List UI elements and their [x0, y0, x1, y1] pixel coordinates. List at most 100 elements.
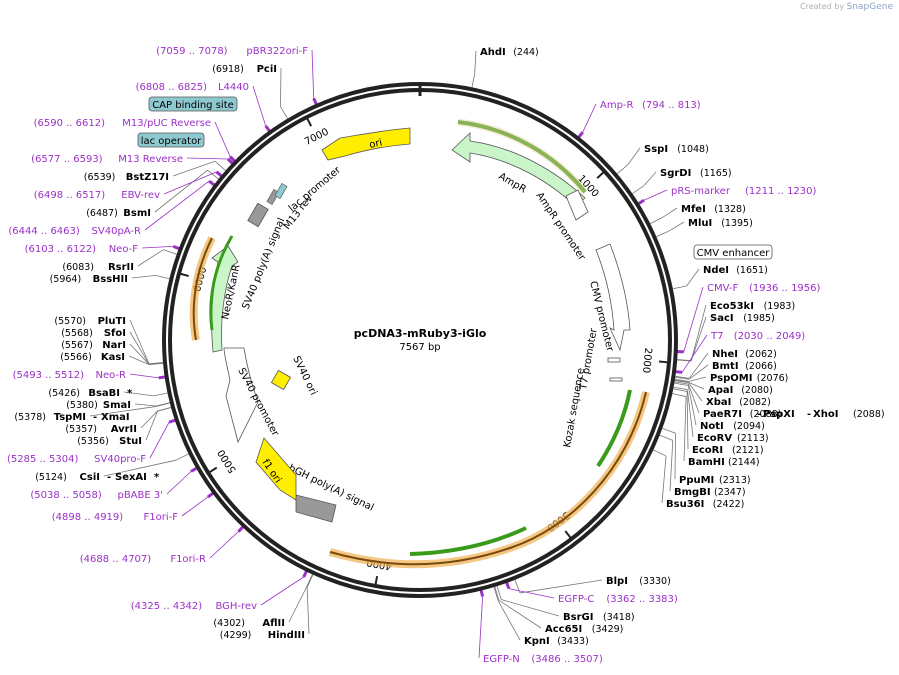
enzyme-position[interactable]: (1985) — [743, 313, 775, 324]
enzyme-site[interactable]: SgrDI — [660, 168, 691, 179]
primer-site[interactable]: SV40pA-R — [92, 226, 141, 237]
primer-site[interactable]: Amp-R — [600, 100, 634, 111]
enzyme-position[interactable]: (3418) — [603, 612, 635, 623]
enzyme-star[interactable]: * — [154, 472, 160, 483]
enzyme-position[interactable]: (5964) — [50, 274, 82, 285]
enzyme-site[interactable]: KpnI — [524, 636, 550, 647]
enzyme-star[interactable]: * — [127, 388, 133, 399]
enzyme-position[interactable]: (244) — [513, 47, 539, 58]
enzyme-position[interactable]: (3330) — [639, 576, 671, 587]
primer-site[interactable]: EBV-rev — [121, 190, 160, 201]
enzyme-site[interactable]: EcoRI — [692, 445, 723, 456]
primer-range[interactable]: (794 .. 813) — [642, 100, 701, 111]
enzyme-site[interactable]: KasI — [101, 352, 125, 363]
enzyme-position[interactable]: (3433) — [557, 636, 589, 647]
enzyme-position[interactable]: (5378) — [14, 412, 46, 423]
primer-site[interactable]: T7 — [710, 331, 723, 342]
primer-site[interactable]: pRS-marker — [671, 186, 731, 197]
enzyme-site[interactable]: EcoRV — [697, 433, 732, 444]
primer-range[interactable]: (6577 .. 6593) — [31, 154, 103, 165]
enzyme-position[interactable]: (6539) — [84, 172, 116, 183]
enzyme-site[interactable]: Eco53kI — [710, 301, 754, 312]
lac-operator-box[interactable]: lac operator — [137, 132, 205, 148]
enzyme-position[interactable]: (5426) — [48, 388, 80, 399]
primer-range[interactable]: (3362 .. 3383) — [606, 594, 678, 605]
enzyme-site[interactable]: SacI — [710, 313, 734, 324]
enzyme-site[interactable]: AflII — [262, 618, 285, 629]
enzyme-site[interactable]: BmgBI — [674, 487, 711, 498]
enzyme-separator[interactable]: - — [107, 472, 111, 483]
enzyme-position[interactable]: (3429) — [592, 624, 624, 635]
enzyme-position[interactable]: (5566) — [60, 352, 92, 363]
enzyme-position[interactable]: (5568) — [61, 328, 93, 339]
primer-range[interactable]: (5493 .. 5512) — [13, 370, 85, 381]
enzyme-position[interactable]: (1983) — [764, 301, 796, 312]
enzyme-separator[interactable]: - — [807, 409, 811, 420]
primer-range[interactable]: (4688 .. 4707) — [80, 554, 152, 565]
primer-range[interactable]: (3486 .. 3507) — [531, 654, 603, 665]
enzyme-site[interactable]: PaeR7I — [703, 409, 742, 420]
sv40-promoter-feature[interactable] — [223, 347, 259, 444]
enzyme-site[interactable]: AhdI — [480, 47, 506, 58]
enzyme-site[interactable]: XmaI — [101, 412, 130, 423]
enzyme-site[interactable]: NotI — [700, 421, 724, 432]
ampr-promoter-feature[interactable] — [565, 189, 589, 221]
enzyme-separator[interactable]: - — [757, 409, 761, 420]
ori-feature[interactable] — [321, 127, 411, 161]
enzyme-site[interactable]: BsmI — [123, 208, 151, 219]
enzyme-position[interactable]: (2347) — [714, 487, 746, 498]
enzyme-site[interactable]: SexAI — [115, 472, 147, 483]
enzyme-site[interactable]: PluTI — [98, 316, 126, 327]
enzyme-position[interactable]: (2088) — [853, 409, 885, 420]
enzyme-site[interactable]: PspXI — [763, 409, 795, 420]
primer-range[interactable]: (7059 .. 7078) — [156, 46, 228, 57]
enzyme-position[interactable]: (5356) — [77, 436, 109, 447]
enzyme-position[interactable]: (2113) — [737, 433, 769, 444]
primer-site[interactable]: CMV-F — [707, 283, 738, 294]
enzyme-site[interactable]: HindIII — [268, 630, 305, 641]
enzyme-position[interactable]: (1165) — [700, 168, 732, 179]
enzyme-position[interactable]: (1328) — [714, 204, 746, 215]
enzyme-position[interactable]: (2076) — [757, 373, 789, 384]
primer-range[interactable]: (6590 .. 6612) — [34, 118, 106, 129]
primer-range[interactable]: (4898 .. 4919) — [52, 512, 124, 523]
enzyme-position[interactable]: (5567) — [61, 340, 93, 351]
enzyme-position[interactable]: (4302) — [213, 618, 245, 629]
bgh-feature[interactable] — [295, 494, 337, 523]
primer-site[interactable]: F1ori-R — [170, 554, 206, 565]
kozak-feature[interactable] — [609, 377, 623, 382]
enzyme-position[interactable]: (2088) — [750, 409, 782, 420]
t7-promoter-feature[interactable] — [607, 357, 621, 363]
primer-site[interactable]: pBR322ori-F — [246, 46, 308, 57]
lac-operator-feature[interactable] — [274, 183, 288, 199]
enzyme-site[interactable]: XbaI — [706, 397, 731, 408]
enzyme-site[interactable]: BssHII — [93, 274, 128, 285]
enzyme-site[interactable]: NheI — [712, 349, 738, 360]
enzyme-position[interactable]: (6083) — [62, 262, 94, 273]
primer-range[interactable]: (6444 .. 6463) — [8, 226, 80, 237]
enzyme-site[interactable]: XhoI — [813, 409, 838, 420]
primer-site[interactable]: M13 Reverse — [118, 154, 183, 165]
enzyme-position[interactable]: (2062) — [745, 349, 777, 360]
enzyme-position[interactable]: (2094) — [733, 421, 765, 432]
primer-range[interactable]: (6808 .. 6825) — [136, 82, 208, 93]
enzyme-site[interactable]: PpuMI — [679, 475, 714, 486]
primer-range[interactable]: (1211 .. 1230) — [745, 186, 817, 197]
primer-site[interactable]: pBABE 3' — [117, 490, 163, 501]
f1ori-feature[interactable] — [255, 437, 297, 501]
enzyme-site[interactable]: NdeI — [703, 265, 729, 276]
cmv-enhancer-box[interactable]: CMV enhancer — [693, 244, 773, 260]
enzyme-site[interactable]: Bsu36I — [666, 499, 704, 510]
enzyme-site[interactable]: MfeI — [681, 204, 706, 215]
enzyme-position[interactable]: (2082) — [739, 397, 771, 408]
enzyme-position[interactable]: (4299) — [220, 630, 252, 641]
enzyme-position[interactable]: (1048) — [677, 144, 709, 155]
enzyme-position[interactable]: (2080) — [741, 385, 773, 396]
enzyme-site[interactable]: PspOMI — [710, 373, 752, 384]
enzyme-position[interactable]: (1651) — [736, 265, 768, 276]
enzyme-site[interactable]: SfoI — [104, 328, 126, 339]
enzyme-site[interactable]: TspMI — [54, 412, 86, 423]
primer-site[interactable]: L4440 — [218, 82, 249, 93]
enzyme-position[interactable]: (5570) — [54, 316, 86, 327]
primer-range[interactable]: (6103 .. 6122) — [25, 244, 97, 255]
